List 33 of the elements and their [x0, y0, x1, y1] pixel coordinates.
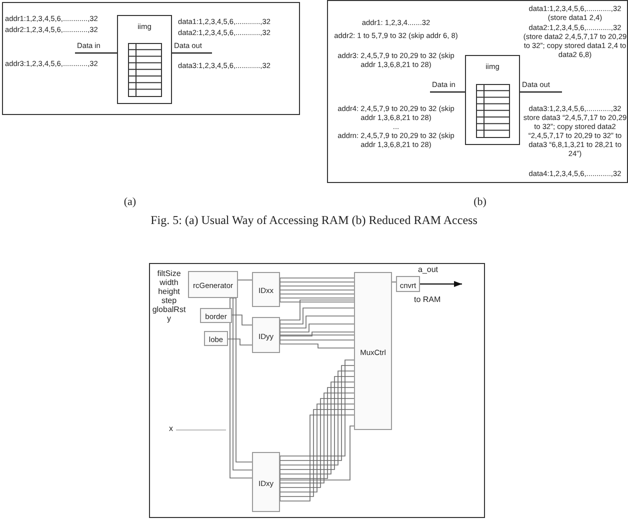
port-label: filtSize	[156, 269, 182, 278]
connector-line	[172, 52, 212, 54]
connector-line	[230, 298, 252, 478]
figure-caption: Fig. 5: (a) Usual Way of Accessing RAM (b) Reduced RAM Access	[150, 213, 478, 228]
arrow	[420, 281, 462, 287]
module-block	[200, 308, 232, 323]
module-block	[354, 272, 392, 430]
module-block	[188, 271, 238, 298]
module-block	[252, 452, 280, 512]
connector-line	[280, 278, 354, 302]
connector-line	[75, 52, 117, 54]
memory-block	[117, 15, 172, 104]
port-label: step	[160, 296, 178, 305]
connector-line	[430, 91, 465, 93]
port-label: width	[158, 278, 180, 287]
port-label: a_out	[418, 265, 440, 274]
connector-line	[232, 314, 252, 326]
connector-line	[280, 360, 354, 502]
port-label: height	[157, 287, 181, 296]
port-label: to RAM	[414, 295, 442, 304]
connector-line	[228, 338, 252, 346]
module-block	[396, 276, 420, 292]
connector-line	[280, 300, 354, 348]
connector-line	[520, 91, 562, 93]
module-block	[204, 331, 228, 346]
panel-label: (a)	[122, 196, 138, 209]
port-label: y	[166, 314, 172, 323]
memory-block	[465, 55, 520, 145]
module-block	[252, 272, 280, 307]
module-block	[252, 317, 280, 353]
port-label: globalRst	[151, 305, 187, 314]
panel-label: (b)	[472, 196, 488, 209]
port-label: x	[168, 424, 174, 433]
